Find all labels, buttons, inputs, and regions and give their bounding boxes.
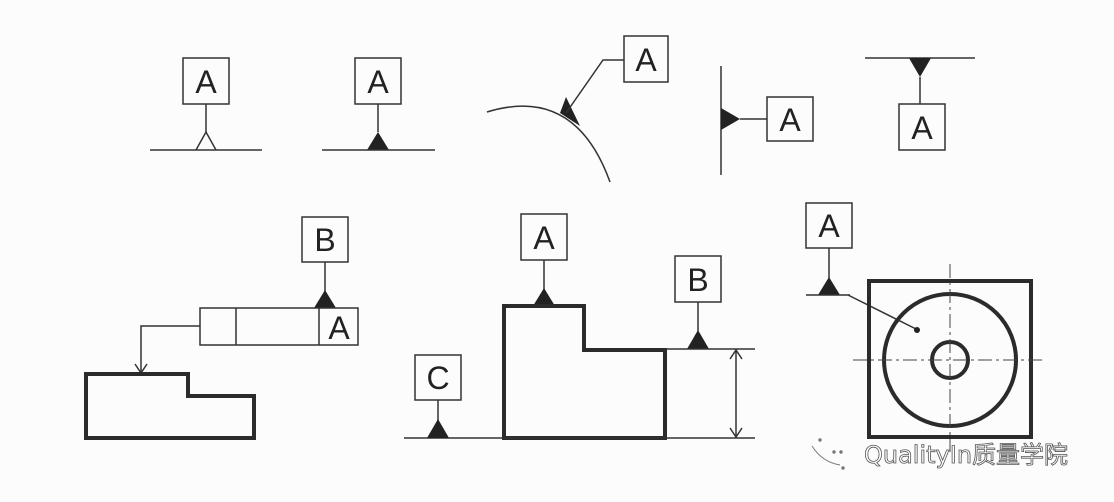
datum-symbol-filled: A — [322, 57, 435, 151]
datum-triangle — [560, 97, 580, 126]
datum-letter: A — [779, 102, 801, 138]
square-outline — [867, 279, 1033, 439]
datum-triangle — [427, 419, 449, 438]
datum-symbol-arc: A — [486, 35, 669, 183]
datum-triangle — [909, 58, 931, 77]
frame-datum-letter: A — [328, 310, 350, 346]
leader-dot — [914, 327, 920, 333]
arc-surface — [486, 105, 611, 183]
part-outline — [502, 304, 667, 440]
datum-letter: A — [533, 220, 555, 256]
stepped-part-example: A C B — [404, 213, 755, 440]
datum-triangle — [314, 290, 336, 308]
datum-letter: C — [426, 360, 449, 396]
datum-box — [766, 96, 814, 142]
datum-letter: B — [687, 262, 708, 298]
datum-letter: A — [367, 64, 389, 100]
datum-triangle — [533, 288, 555, 306]
datum-triangle — [818, 277, 840, 295]
datum-letter: A — [818, 208, 840, 244]
datum-triangle — [687, 330, 709, 349]
datum-letter: A — [635, 42, 657, 78]
watermark-text: QualityIn质量学院 — [864, 441, 1068, 469]
datum-triangle — [367, 132, 389, 150]
datum-symbol-vertical: A — [720, 66, 814, 175]
datum-triangle — [721, 108, 740, 130]
datum-letter: B — [314, 222, 335, 258]
datum-box — [623, 35, 669, 83]
datum-letter: A — [911, 110, 933, 146]
datum-symbol-open: A — [150, 57, 262, 151]
concentric-part-example: A — [805, 202, 1046, 452]
datum-letter: A — [195, 64, 217, 100]
wechat-icon — [811, 438, 845, 470]
leader-line — [847, 294, 917, 330]
datum-symbol-inverted: A — [865, 57, 975, 151]
part-outline — [84, 372, 256, 440]
datum-box — [898, 103, 946, 151]
watermark: QualityIn质量学院 — [811, 438, 1068, 470]
feature-control-frame-example: B A — [84, 216, 359, 440]
